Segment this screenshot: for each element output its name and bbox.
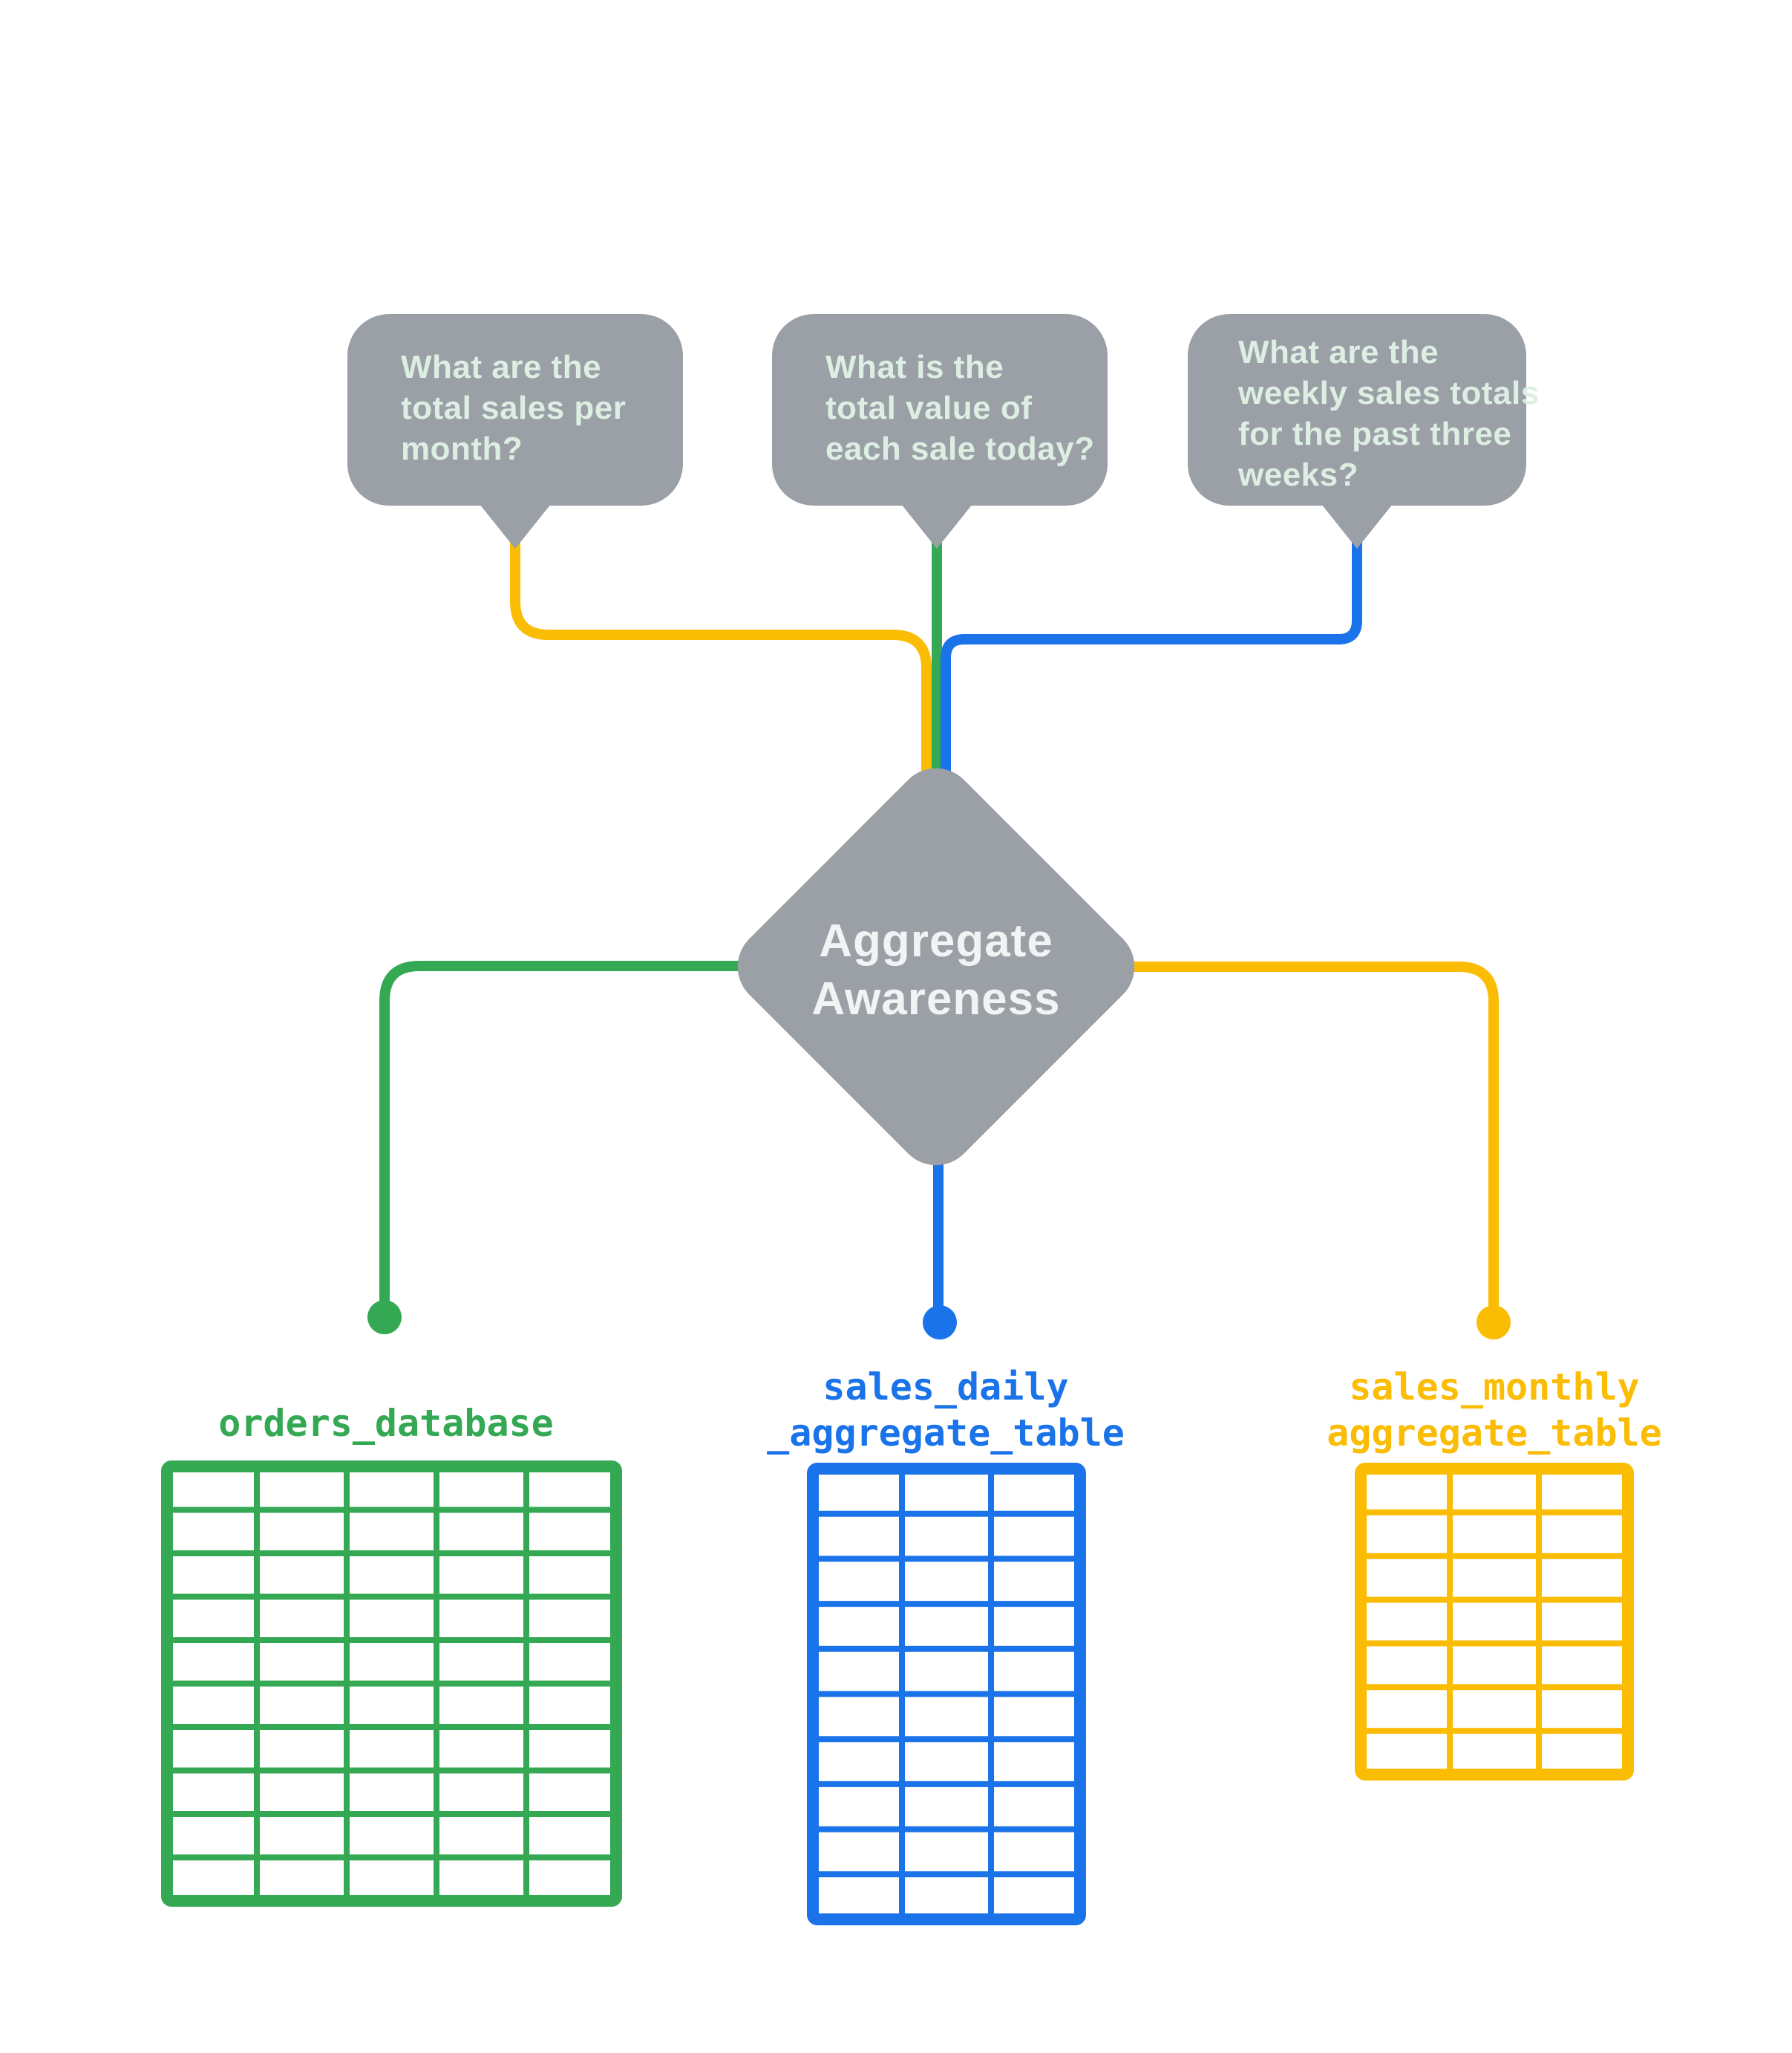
question-bubble-1: What are the total sales per month? (347, 314, 683, 549)
question-text-line: total value of (825, 390, 1032, 426)
question-text-line: total sales per (401, 390, 626, 426)
connector-endpoint-dot-blue (923, 1305, 957, 1339)
question-text-line: weeks? (1237, 457, 1358, 493)
table-grid-border (161, 1460, 622, 1907)
question-text-line: each sale today? (825, 431, 1095, 467)
question-text-line: What is the (825, 349, 1004, 385)
connector-table-3-yellow (1054, 962, 1499, 1308)
question-bubble-tail (480, 504, 551, 549)
question-bubble-tail (1321, 504, 1393, 549)
connector-question-3-blue (941, 542, 1362, 789)
table-label-line: orders_database (218, 1402, 554, 1445)
hub-diamond (737, 768, 1135, 1166)
connector-question-1-yellow (510, 542, 932, 789)
connector-endpoint-dot-yellow (1477, 1305, 1511, 1339)
table-label-line: sales_daily (823, 1365, 1068, 1409)
table-label-line: sales_monthly (1349, 1365, 1639, 1409)
connector-endpoint-dot-green (367, 1300, 402, 1334)
question-text-line: weekly sales totals (1237, 375, 1540, 411)
table-grid-border (1355, 1463, 1634, 1781)
question-text-line: for the past three (1238, 416, 1511, 452)
table-grid-border (807, 1463, 1086, 1925)
question-text-line: month? (401, 431, 523, 467)
table-orders-database: orders_database (161, 1402, 622, 1907)
question-bubble-3: What are the weekly sales totals for the p… (1188, 314, 1540, 549)
question-bubble-body (1188, 314, 1526, 506)
question-text-line: What are the (401, 349, 601, 385)
hub-label-line: Aggregate (819, 915, 1053, 967)
question-bubble-body (347, 314, 683, 506)
question-bubble-tail (901, 504, 972, 549)
hub-label-line: Awareness (811, 973, 1060, 1025)
connector-table-1-green (379, 961, 817, 1305)
question-bubble-body (772, 314, 1108, 506)
table-label-line: aggregate_table (1327, 1411, 1662, 1455)
question-text-line: What are the (1238, 334, 1439, 371)
table-sales-daily-aggregate-table: sales_daily_aggregate_table (767, 1365, 1125, 1925)
table-label-line: _aggregate_table (767, 1411, 1125, 1455)
question-bubble-2: What is the total value of each sale today… (772, 314, 1108, 549)
